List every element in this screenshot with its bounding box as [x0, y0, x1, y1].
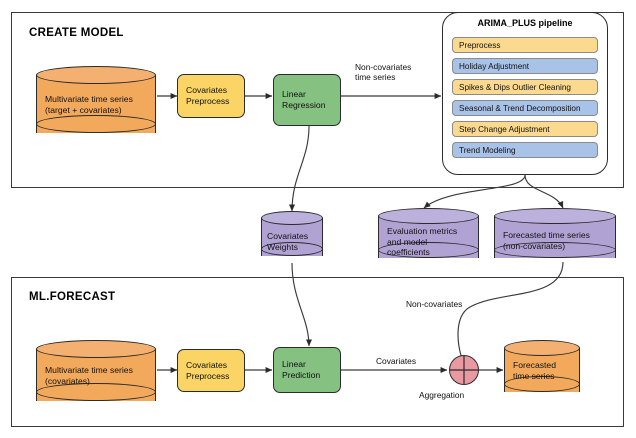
forecasted-non-covariates-cylinder: Forecasted time series (non-covariates) — [494, 208, 616, 266]
pipeline-step-label: Spikes & Dips Outlier Cleaning — [459, 82, 571, 92]
edge-regression-to-weights — [289, 125, 310, 212]
covariates-preprocess-label: Covariates Preprocess — [186, 359, 230, 381]
pipeline-step-label: Preprocess — [459, 40, 501, 50]
create-model-linear-regression[interactable]: Linear Regression — [273, 74, 341, 126]
ml-forecast-frame — [11, 277, 624, 427]
evaluation-metrics-label: Evaluation metrics and model coefficient… — [387, 226, 458, 258]
ml-forecast-source-cylinder: Multivariate time series (covariates) — [36, 340, 156, 410]
cylinder-top — [261, 211, 323, 225]
cylinder-bottom — [494, 242, 616, 258]
ml-forecast-source-label: Multivariate time series (covariates) — [45, 365, 133, 386]
plus-circle-icon — [450, 356, 478, 384]
cylinder-bottom — [378, 242, 479, 258]
evaluation-metrics-cylinder: Evaluation metrics and model coefficient… — [378, 208, 479, 266]
create-model-source-label: Multivariate time series (target + covar… — [45, 94, 133, 115]
cylinder-top — [504, 340, 580, 356]
linear-regression-label: Linear Regression — [282, 89, 326, 110]
covariates-weights-label: Covariates Weights — [267, 231, 309, 252]
cylinder-top — [378, 208, 479, 224]
cylinder-bottom — [504, 376, 580, 392]
cylinder-bottom — [36, 383, 156, 401]
ml-forecast-output-cylinder: Forecasted time series — [504, 340, 580, 400]
edge-label-covariates: Covariates — [376, 356, 417, 366]
cylinder-top — [494, 208, 616, 224]
cylinder-top — [36, 66, 156, 84]
create-model-frame — [11, 12, 624, 188]
create-model-covariates-preprocess[interactable]: Covariates Preprocess — [177, 74, 245, 118]
create-model-source-cylinder: Multivariate time series (target + covar… — [36, 66, 156, 142]
cylinder-bottom — [261, 242, 323, 256]
pipeline-step-label: Step Change Adjustment — [459, 124, 550, 134]
aggregation-label: Aggregation — [419, 390, 465, 400]
pipeline-step-label: Holiday Adjustment — [459, 61, 530, 71]
cylinder-top — [36, 340, 156, 358]
cylinder-bottom — [36, 115, 156, 133]
pipeline-step-label: Seasonal & Trend Decomposition — [459, 103, 581, 113]
linear-prediction-label: Linear Prediction — [282, 359, 321, 380]
pipeline-step-preprocess[interactable]: Preprocess — [452, 37, 598, 53]
edge-pipeline-to-forecast — [524, 174, 564, 209]
ml-forecast-covariates-preprocess[interactable]: Covariates Preprocess — [177, 349, 245, 392]
arima-plus-pipeline-title: ARIMA_PLUS pipeline — [477, 18, 573, 28]
arima-plus-pipeline-box: ARIMA_PLUS pipeline Preprocess Holiday A… — [442, 12, 608, 175]
pipeline-step-label: Trend Modeling — [459, 145, 516, 155]
pipeline-step-trend-modeling[interactable]: Trend Modeling — [452, 142, 598, 158]
pipeline-step-step-change-adjustment[interactable]: Step Change Adjustment — [452, 121, 598, 137]
aggregation-node[interactable] — [449, 355, 479, 385]
edge-forecast-to-aggregation — [457, 261, 564, 364]
pipeline-step-holiday-adjustment[interactable]: Holiday Adjustment — [452, 58, 598, 74]
covariates-weights-cylinder: Covariates Weights — [261, 211, 323, 263]
ml-forecast-output-label: Forecasted time series — [513, 360, 556, 381]
edge-weights-to-prediction — [291, 262, 312, 347]
ml-forecast-linear-prediction[interactable]: Linear Prediction — [273, 347, 341, 393]
edge-label-non-covariates-forecast: Non-covariates — [406, 299, 463, 309]
edge-pipeline-to-eval — [423, 174, 526, 209]
ml-forecast-title: ML.FORECAST — [29, 291, 116, 303]
covariates-preprocess-label: Covariates Preprocess — [186, 85, 230, 106]
edge-label-non-covariates-time-series: Non-covariates time series — [355, 62, 412, 83]
create-model-title: CREATE MODEL — [29, 27, 124, 39]
pipeline-step-spikes-dips-outlier-cleaning[interactable]: Spikes & Dips Outlier Cleaning — [452, 79, 598, 95]
forecasted-non-covariates-label: Forecasted time series (non-covariates) — [503, 230, 590, 251]
pipeline-step-seasonal-trend-decomposition[interactable]: Seasonal & Trend Decomposition — [452, 100, 598, 116]
